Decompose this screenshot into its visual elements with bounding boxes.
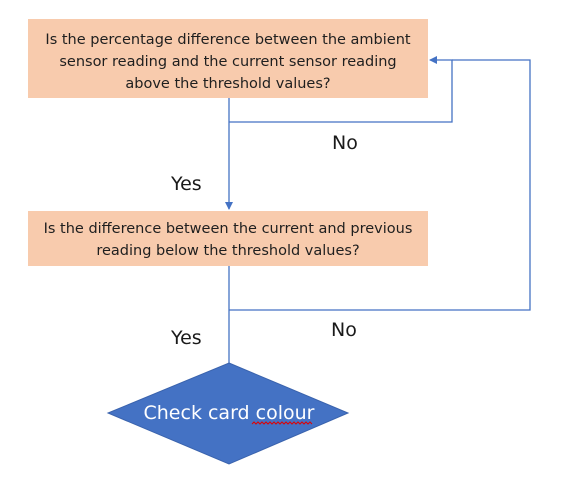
no-loop-connector-1 (229, 56, 453, 123)
spellcheck-underline (251, 421, 313, 425)
question-1-box (28, 19, 428, 98)
yes-label-1: Yes (170, 173, 202, 195)
no-label-1: No (332, 132, 358, 154)
question-2-line-2: reading below the threshold values? (96, 243, 359, 259)
action-label: Check card colour (144, 402, 315, 424)
action-label-suffix: colour (256, 402, 315, 424)
question-1-line-3: above the threshold values? (125, 76, 330, 92)
no-loop-connector-2 (229, 59, 531, 311)
no-label-2: No (331, 319, 357, 341)
question-1-line-1: Is the percentage difference between the… (45, 32, 410, 48)
action-diamond (106, 362, 350, 465)
question-2-line-1: Is the difference between the current an… (44, 221, 413, 237)
yes-label-2: Yes (170, 327, 202, 349)
question-2-node: Is the difference between the current an… (28, 211, 428, 266)
question-1-line-2: sensor reading and the current sensor re… (59, 54, 396, 70)
check-card-colour-node: Check card colour (106, 362, 350, 465)
action-label-prefix: Check card (144, 402, 256, 424)
question-1-node: Is the percentage difference between the… (28, 19, 428, 98)
question-2-box (28, 211, 428, 266)
